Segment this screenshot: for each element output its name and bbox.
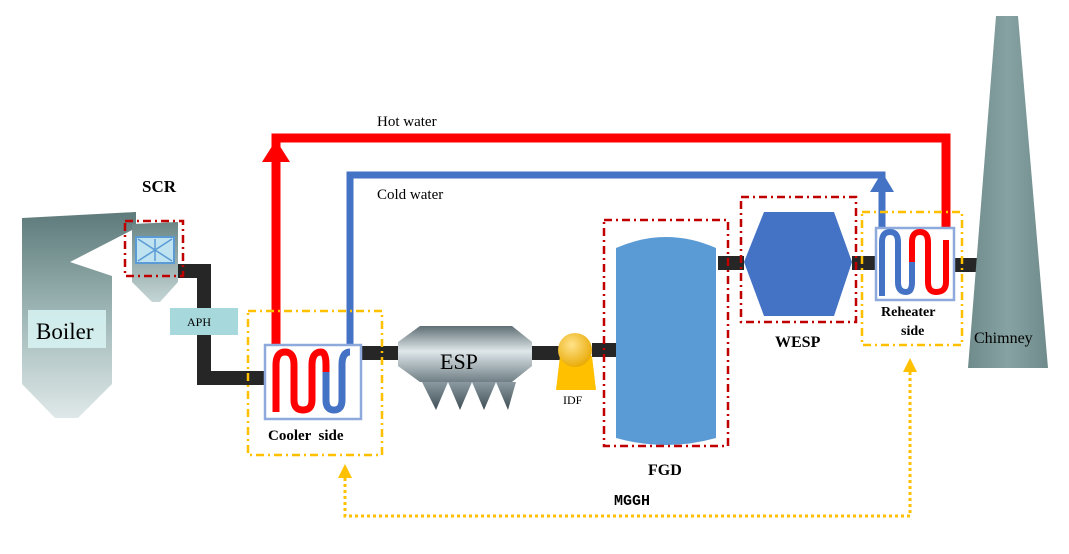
reheater-coil-cold — [879, 228, 915, 296]
wesp-unit: WESP — [739, 195, 858, 351]
boiler: Boiler — [22, 212, 136, 418]
wesp-label: WESP — [775, 334, 821, 351]
aph-box — [170, 308, 238, 335]
hot-water-pipe — [271, 133, 951, 360]
reheater-label-line1: Reheater — [881, 305, 935, 320]
wesp-dashed-box — [739, 195, 858, 324]
reheater-unit: Reheater side — [860, 210, 964, 347]
chimney-unit: Chimney — [968, 16, 1048, 368]
cooler-dashed-box — [246, 309, 384, 457]
fgd-tower — [616, 237, 716, 445]
mggh-arrow-left-icon — [338, 464, 352, 478]
cold-water-arrow-icon — [870, 172, 894, 192]
hot-water-arrow-icon — [262, 140, 290, 162]
chimney-body — [968, 16, 1048, 368]
esp-hoppers — [422, 382, 516, 410]
mggh-label: MGGH — [614, 493, 650, 510]
reheater-coil-hot — [909, 228, 949, 296]
idf-fan-icon — [558, 333, 592, 367]
mggh-dotted-line — [343, 370, 912, 518]
mggh-arrow-right-icon — [903, 358, 917, 372]
cooler-coil-hot — [272, 348, 330, 414]
fgd-unit: FGD — [602, 218, 730, 479]
fgd-dashed-box — [602, 218, 730, 448]
water-loop: Hot water Cold water — [262, 114, 951, 360]
esp-label: ESP — [440, 349, 478, 374]
scr-label: SCR — [142, 177, 177, 196]
cold-water-label: Cold water — [377, 187, 443, 203]
wesp-body — [744, 212, 852, 316]
aph-unit: APH — [170, 308, 238, 335]
idf-unit: IDF — [556, 333, 596, 407]
boiler-label: Boiler — [36, 319, 94, 344]
idf-fan-base — [556, 356, 596, 390]
esp-unit: ESP — [398, 326, 532, 410]
boiler-label-bg — [28, 310, 106, 348]
reheater-dashed-box — [860, 210, 964, 347]
reheater-label-line2: side — [901, 324, 924, 339]
cooler-coil-cold — [322, 348, 351, 414]
scr-catalyst-cross-icon — [137, 238, 173, 262]
scr-dashed-box — [123, 219, 185, 278]
cold-water-pipe — [346, 171, 886, 345]
scr-unit: SCR — [123, 177, 185, 302]
esp-body — [398, 326, 532, 382]
hot-water-label: Hot water — [377, 114, 437, 130]
mggh-link: MGGH — [338, 358, 917, 518]
fgd-label: FGD — [648, 462, 682, 479]
aph-label: APH — [187, 315, 211, 329]
cooler-unit: Cooler side — [246, 309, 384, 457]
idf-label: IDF — [563, 393, 583, 407]
cooler-label: Cooler side — [268, 428, 344, 444]
chimney-label: Chimney — [974, 330, 1033, 347]
